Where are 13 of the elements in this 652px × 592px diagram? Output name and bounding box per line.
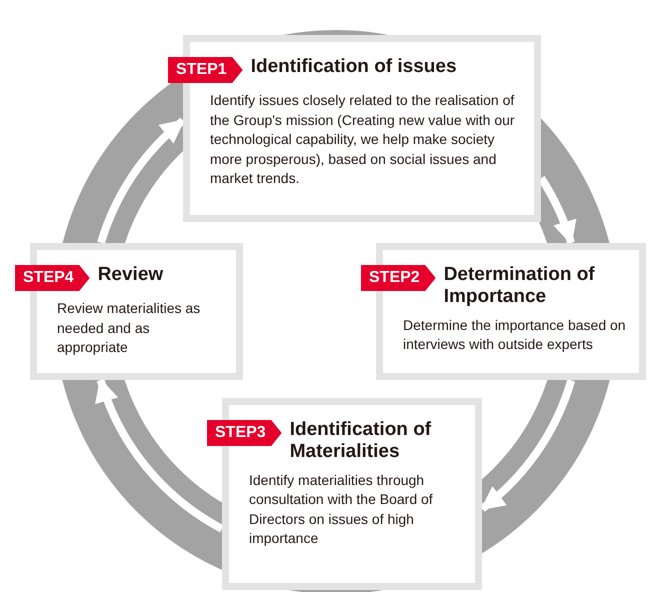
arrow (96, 378, 224, 532)
step-badge: STEP1 (168, 57, 243, 83)
step-heading: Identification of Materialities (290, 419, 432, 463)
step-badge: STEP3 (207, 420, 282, 446)
step-description: Identify issues closely related to the realisation of the Group's mission (Creating new value with our technological capability, we help make society more prosperous), based on social issues and market trends. (209, 91, 516, 188)
step-heading: Determination of Importance (444, 264, 596, 308)
step-description: Review materialities as needed and as appropriate (56, 299, 202, 358)
step-badge: STEP2 (361, 265, 436, 291)
step-description: Identify materialities through consultation with the Board of Directors on issues of high importance (248, 470, 434, 548)
step-heading: Review (98, 264, 164, 286)
step-heading: Identification of issues (250, 56, 457, 78)
step-badge: STEP4 (15, 265, 90, 291)
step-description: Determine the importance based on interviews with outside experts (402, 316, 627, 354)
